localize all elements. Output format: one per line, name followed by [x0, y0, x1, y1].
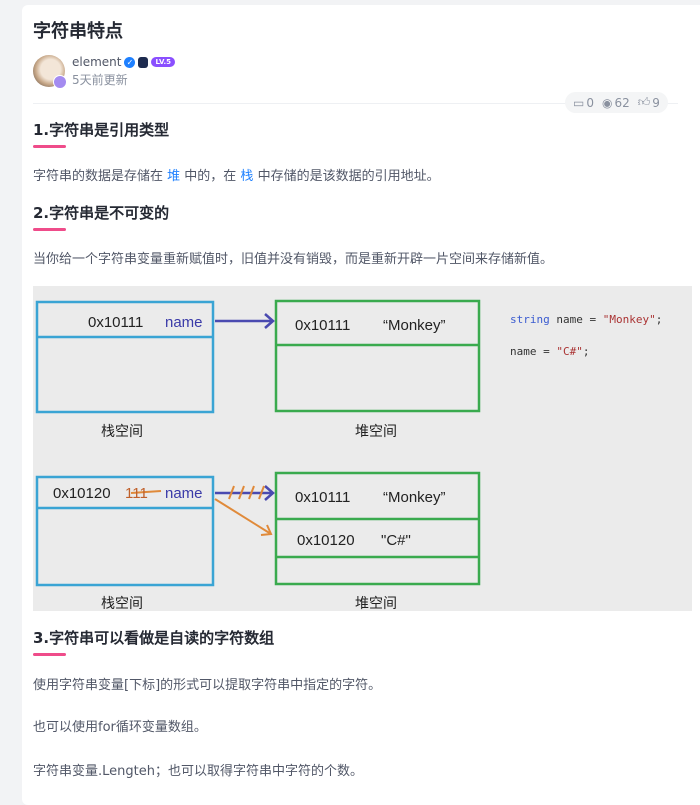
svg-text:“Monkey”: “Monkey”: [383, 317, 446, 334]
stack-box-bottom: [35, 475, 215, 587]
svg-text:name = "C#";: name = "C#";: [510, 345, 589, 358]
svg-text:string name = "Monkey";: string name = "Monkey";: [510, 313, 662, 326]
svg-text:堆空间: 堆空间: [355, 423, 397, 439]
paragraph: 字符串变量.Lengteh；也可以取得字符串中字符的个数。: [33, 764, 363, 779]
svg-text:堆空间: 堆空间: [355, 595, 397, 611]
svg-text:name: name: [165, 314, 203, 331]
heap-link[interactable]: 堆: [167, 169, 181, 184]
svg-text:0x10120: 0x10120: [297, 532, 355, 549]
stack-box-top: [35, 300, 215, 414]
stats-pill: ▭0 ◉62 👍︎9: [565, 92, 668, 113]
comment-icon: ▭: [573, 95, 585, 110]
paragraph: 也可以使用for循环变量数组。: [33, 720, 207, 735]
paragraph: 使用字符串变量[下标]的形式可以提取字符串中指定的字符。: [33, 678, 382, 693]
thumbs-up-icon: 👍︎: [637, 95, 651, 109]
article-title: 字符串特点: [33, 21, 123, 42]
author-name[interactable]: element: [72, 55, 122, 69]
heap-box-top: [274, 299, 481, 413]
likes-stat[interactable]: 👍︎9: [637, 95, 660, 110]
svg-text:0x10111: 0x10111: [295, 489, 350, 506]
svg-text:0x10111: 0x10111: [88, 314, 143, 331]
section-heading: 3.字符串可以看做是自读的字符数组: [33, 627, 274, 656]
svg-text:栈空间: 栈空间: [101, 595, 143, 611]
paragraph: 字符串的数据是存储在 堆 中的，在 栈 中存储的是该数据的引用地址。: [33, 169, 440, 184]
svg-text:111: 111: [125, 485, 148, 502]
section-heading: 1.字符串是引用类型: [33, 119, 169, 148]
svg-text:name: name: [165, 485, 203, 502]
divider: [33, 103, 678, 104]
svg-text:0x10111: 0x10111: [295, 317, 350, 334]
update-time: 5天前更新: [72, 73, 128, 87]
stack-link[interactable]: 栈: [240, 169, 254, 184]
eye-icon: ◉: [601, 95, 613, 110]
new-ref-arrow: [214, 498, 272, 535]
svg-text:“Monkey”: “Monkey”: [383, 489, 446, 506]
level-badge: LV.5: [151, 57, 176, 67]
svg-text:"C#": "C#": [381, 532, 411, 549]
memory-diagram-image: 0x10111 name 0x10111 “Monkey” 栈空间 堆空间 0x…: [33, 286, 692, 611]
avatar-badge-icon: [53, 75, 67, 89]
verified-icon: ✓: [124, 56, 136, 68]
svg-text:栈空间: 栈空间: [101, 423, 143, 439]
paragraph: 当你给一个字符串变量重新赋值时，旧值并没有销毁，而是重新开辟一片空间来存储新值。: [33, 252, 554, 267]
user-badge-icon: [138, 56, 149, 68]
heap-box-bottom: [274, 471, 481, 586]
author-info: element ✓ LV.5: [72, 55, 176, 69]
svg-text:0x10120: 0x10120: [53, 485, 111, 502]
comments-stat[interactable]: ▭0: [573, 95, 594, 110]
views-stat: ◉62: [601, 95, 630, 110]
section-heading: 2.字符串是不可变的: [33, 202, 169, 231]
